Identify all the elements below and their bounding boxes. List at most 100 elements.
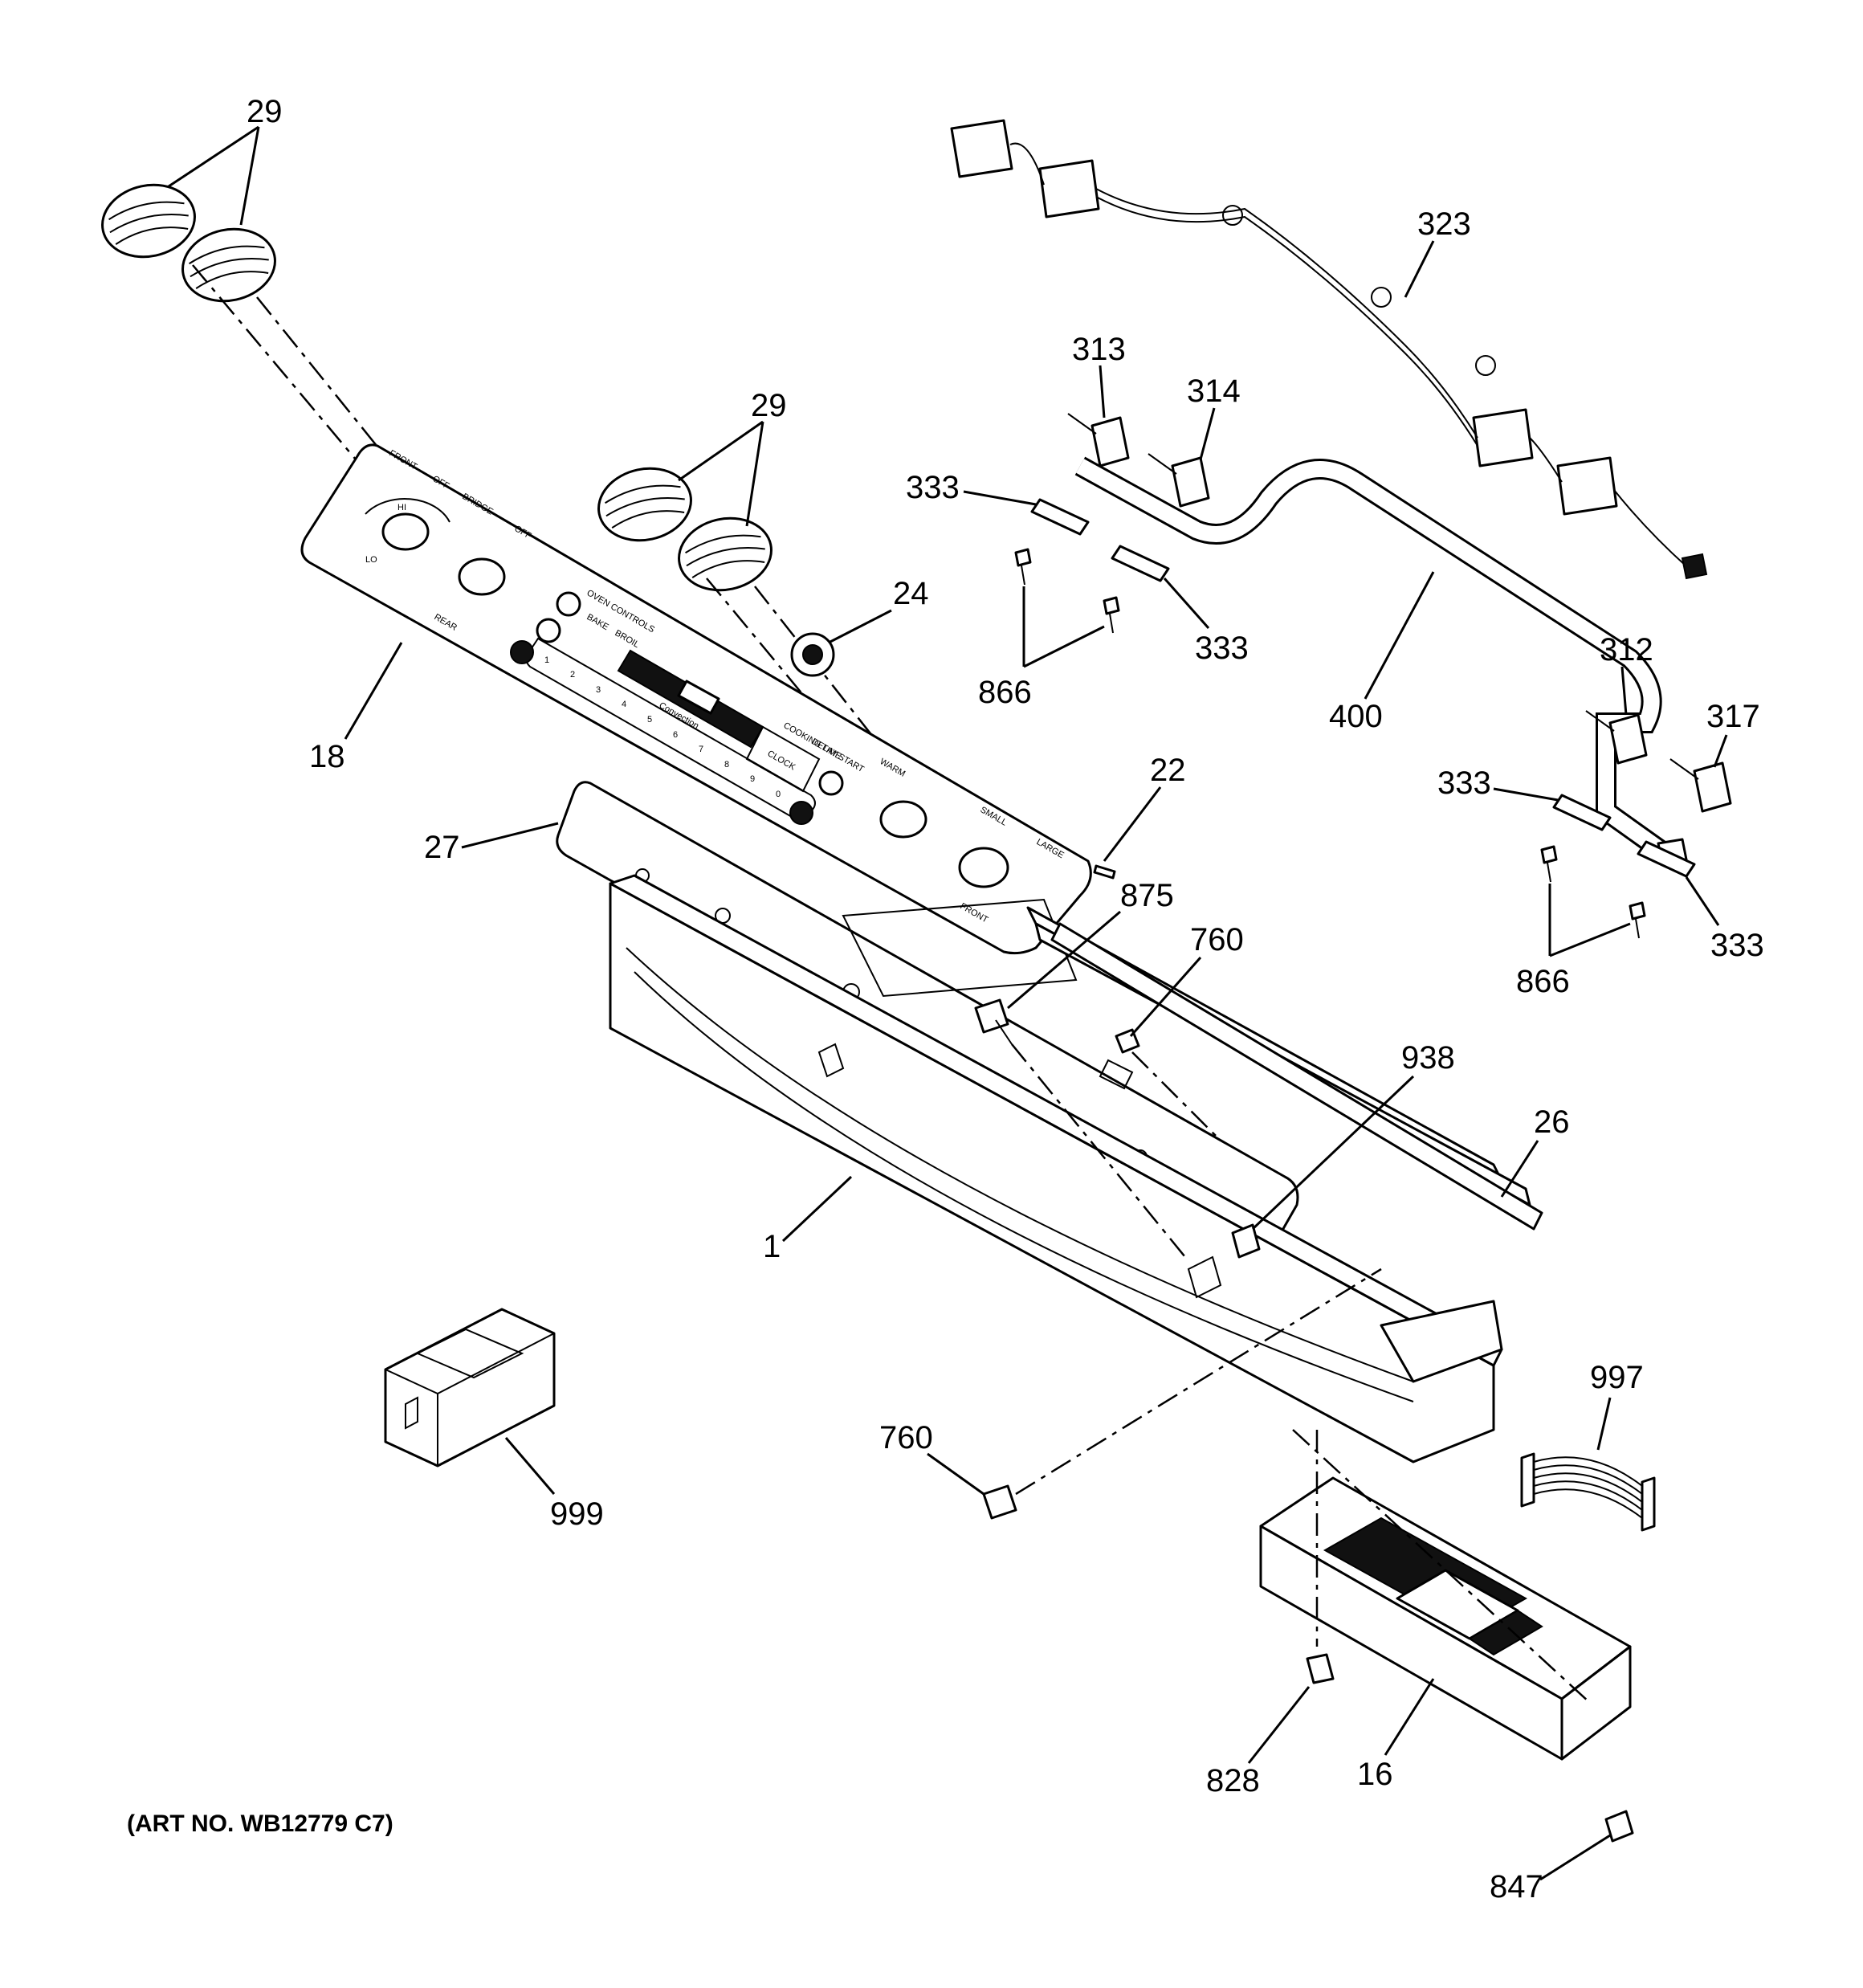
leader-24 <box>828 609 892 644</box>
callout-27: 27 <box>424 830 460 865</box>
leader-333a <box>963 490 1037 506</box>
art-number: (ART NO. WB12779 C7) <box>127 1810 393 1837</box>
housing-1 <box>609 874 1531 1463</box>
leader-333b <box>1163 578 1210 629</box>
callout-333b: 333 <box>1195 631 1249 666</box>
valve-314 <box>1148 453 1210 508</box>
keypad-8: 8 <box>724 760 729 769</box>
callout-997: 997 <box>1590 1360 1644 1395</box>
wire-harness-323 <box>950 119 1708 580</box>
callout-16: 16 <box>1357 1757 1393 1792</box>
leader-997 <box>1596 1397 1612 1451</box>
callout-400: 400 <box>1329 699 1383 734</box>
keypad-3: 3 <box>596 685 601 695</box>
callout-847: 847 <box>1490 1869 1543 1904</box>
leader-866b <box>1548 884 1631 957</box>
leader-22 <box>1103 786 1162 862</box>
panel-label-lo: LO <box>365 555 377 565</box>
callout-26: 26 <box>1534 1104 1570 1140</box>
leader-333c <box>1493 787 1559 802</box>
callout-760b: 760 <box>879 1420 933 1455</box>
keypad-numbers: 1 2 3 4 5 6 7 8 9 0 <box>544 655 781 799</box>
callout-999: 999 <box>550 1496 604 1532</box>
part-22 <box>1093 864 1116 880</box>
part-24 <box>790 632 835 677</box>
leader-760a <box>1129 957 1202 1037</box>
leader-323 <box>1404 240 1435 298</box>
leader-312 <box>1620 666 1628 716</box>
leader-999 <box>504 1437 556 1495</box>
callout-333c: 333 <box>1437 765 1491 801</box>
trim-26 <box>1050 922 1543 1231</box>
screw-828 <box>1306 1653 1335 1684</box>
knob-29-left-pair <box>101 183 276 303</box>
leader-828 <box>1247 1686 1311 1764</box>
screw-875 <box>974 998 1013 1045</box>
centerline-760a <box>1131 1051 1221 1141</box>
leader-317 <box>1713 734 1728 768</box>
callout-22: 22 <box>1150 753 1186 788</box>
screw-847 <box>1604 1810 1634 1843</box>
keypad-5: 5 <box>647 715 652 725</box>
callout-314: 314 <box>1187 374 1241 409</box>
callout-312: 312 <box>1600 632 1653 667</box>
knob-29-center-pair <box>597 467 773 592</box>
screw-760-upper <box>1115 1028 1140 1054</box>
valve-317 <box>1669 758 1732 813</box>
control-panel-18: FRONT OFF BRIDGE OFF REAR OVEN CONTROLS … <box>300 443 1092 955</box>
keypad-7: 7 <box>699 745 703 754</box>
keypad-1: 1 <box>544 655 549 665</box>
callout-24: 24 <box>893 576 929 611</box>
keypad-9: 9 <box>750 774 755 784</box>
valve-313 <box>1067 413 1130 467</box>
valve-312 <box>1585 710 1648 765</box>
clip-938 <box>1231 1223 1261 1259</box>
callout-333a: 333 <box>906 470 960 505</box>
box-999 <box>384 1308 556 1468</box>
callout-29b: 29 <box>751 388 787 423</box>
keypad-4: 4 <box>622 700 626 709</box>
keypad-6: 6 <box>673 730 678 740</box>
screws-866 <box>1014 548 1646 939</box>
leader-333d <box>1685 876 1720 926</box>
callout-938: 938 <box>1401 1040 1455 1076</box>
leader-875 <box>1007 910 1121 1010</box>
leader-26 <box>1500 1140 1539 1198</box>
control-board-16 <box>1259 1476 1632 1761</box>
callout-866a: 866 <box>978 675 1032 710</box>
leader-314 <box>1199 407 1216 460</box>
callout-760a: 760 <box>1190 922 1244 957</box>
callout-1: 1 <box>763 1229 781 1264</box>
callout-313: 313 <box>1072 332 1126 367</box>
manifold-400 <box>1067 413 1732 865</box>
leader-18 <box>344 642 403 740</box>
ribbon-cable-997 <box>1520 1452 1656 1532</box>
centerline-16 <box>1292 1429 1591 1704</box>
keypad-2: 2 <box>570 670 575 680</box>
leader-313 <box>1099 365 1106 418</box>
centerline-875 <box>1011 1043 1189 1262</box>
keypad-0: 0 <box>776 790 781 799</box>
callout-317: 317 <box>1706 699 1760 734</box>
centerline-760b <box>1015 1268 1382 1496</box>
callout-18: 18 <box>309 739 345 774</box>
leader-27 <box>461 822 559 849</box>
callout-323: 323 <box>1417 206 1471 242</box>
panel-label-hi: HI <box>397 503 406 512</box>
leader-16 <box>1384 1678 1435 1756</box>
leader-400 <box>1364 571 1435 700</box>
leader-866a <box>1022 586 1105 668</box>
callout-29a: 29 <box>247 94 283 129</box>
callout-866b: 866 <box>1516 964 1570 999</box>
screw-760-lower <box>982 1484 1017 1520</box>
leader-1 <box>781 1175 853 1243</box>
leader-760b <box>927 1452 984 1496</box>
callout-875: 875 <box>1120 878 1174 913</box>
callout-828: 828 <box>1206 1763 1260 1798</box>
callout-333d: 333 <box>1710 928 1764 963</box>
leader-938 <box>1251 1075 1415 1231</box>
clips-333 <box>1030 498 1696 878</box>
leader-29a <box>168 125 260 226</box>
leader-847 <box>1539 1834 1611 1881</box>
